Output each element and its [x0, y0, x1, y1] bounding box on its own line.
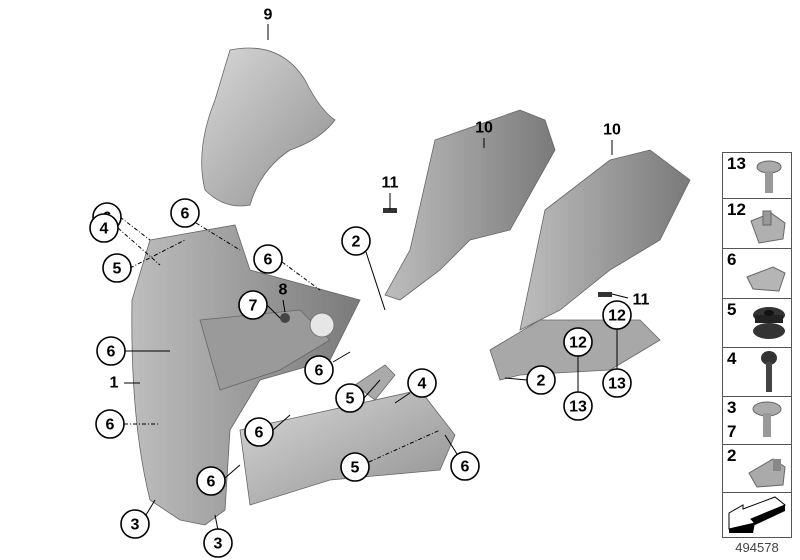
legend-number: 2: [727, 446, 737, 465]
legend-number: 12: [727, 200, 746, 219]
callout-5: 5: [340, 452, 370, 482]
legend-number: 13: [727, 154, 746, 173]
legend-number: 5: [727, 300, 737, 319]
svg-text:6: 6: [255, 425, 264, 442]
callout-6: 6: [450, 451, 480, 481]
callout-8: 8: [279, 282, 288, 299]
callout-9: 9: [264, 7, 273, 24]
legend-row-12: 12: [723, 199, 791, 249]
clip-nut-icon: [750, 210, 786, 244]
callout-10-right: 10: [603, 122, 621, 139]
svg-text:3: 3: [131, 517, 140, 534]
legend-row-5: 5: [723, 299, 791, 348]
legend-row-2: 2: [723, 445, 791, 493]
svg-text:6: 6: [107, 344, 116, 361]
callout-5: 5: [102, 253, 132, 283]
callout-13: 13: [602, 368, 632, 398]
svg-text:5: 5: [351, 460, 360, 477]
rubber-grommet-icon: [753, 307, 785, 339]
legend-number: 4: [727, 349, 737, 368]
callout-11-left: 11: [382, 175, 399, 192]
svg-text:12: 12: [569, 335, 587, 352]
screw-icon: [756, 160, 782, 193]
air-duct-right: [519, 149, 691, 331]
callout-6: 6: [170, 198, 200, 228]
diagram-id: 494578: [735, 540, 779, 555]
svg-text:6: 6: [181, 206, 190, 223]
callout-1: 1: [110, 375, 119, 392]
svg-text:13: 13: [569, 399, 587, 416]
callout-7: 7: [238, 290, 268, 320]
svg-text:3: 3: [214, 536, 223, 553]
svg-text:13: 13: [608, 376, 626, 393]
clip-nut-icon: [748, 458, 786, 488]
callout-6: 6: [96, 336, 126, 366]
legend-row-13: 13: [723, 153, 791, 199]
svg-text:6: 6: [106, 417, 115, 434]
small-panel: [354, 364, 396, 401]
callout-5: 5: [335, 383, 365, 413]
callout-4: 4: [407, 368, 437, 398]
callout-11-right: 11: [633, 292, 650, 309]
svg-text:6: 6: [207, 474, 216, 491]
callout-2: 2: [526, 365, 556, 395]
callout-3: 3: [120, 509, 150, 539]
callout-6: 6: [253, 244, 283, 274]
screw-icon: [752, 401, 782, 437]
legend-row-6: 6: [723, 249, 791, 299]
screw-11-right: [598, 292, 612, 297]
fairing-hole: [309, 312, 335, 338]
svg-text:4: 4: [418, 376, 427, 393]
screw-11-left: [383, 208, 397, 213]
legend-row-3-7: 3 7: [723, 397, 791, 445]
svg-text:6: 6: [461, 459, 470, 476]
legend-number: 7: [727, 422, 737, 441]
arrow-icon: [728, 496, 786, 533]
callout-12: 12: [602, 300, 632, 330]
callout-6: 6: [244, 417, 274, 447]
svg-text:2: 2: [352, 234, 361, 251]
callout-6: 6: [196, 466, 226, 496]
windscreen-part: [201, 47, 336, 207]
fastener-legend: 13 12 6 5 4 3 7 2: [722, 152, 792, 538]
expanding-rivet-icon: [761, 351, 777, 392]
leader-lines: [117, 24, 629, 531]
fairing-inner: [199, 309, 331, 391]
svg-text:5: 5: [113, 261, 122, 278]
svg-text:7: 7: [249, 298, 258, 315]
callout-2: 2: [341, 226, 371, 256]
svg-text:12: 12: [608, 308, 626, 325]
svg-text:6: 6: [315, 363, 324, 380]
spring-clip-icon: [746, 266, 786, 292]
nut-8: [280, 313, 290, 323]
legend-row-arrow: [723, 493, 791, 537]
callout-4: 4: [89, 213, 119, 243]
legend-number: 3: [727, 398, 737, 417]
callout-6: 6: [95, 409, 125, 439]
svg-text:5: 5: [346, 391, 355, 408]
svg-text:4: 4: [100, 221, 109, 238]
callout-13: 13: [563, 391, 593, 421]
svg-text:6: 6: [264, 252, 273, 269]
legend-row-4: 4: [723, 348, 791, 397]
callout-6: 6: [304, 355, 334, 385]
callout-12: 12: [563, 327, 593, 357]
legend-number: 6: [727, 250, 737, 269]
svg-text:2: 2: [537, 373, 546, 390]
callout-3: 3: [203, 528, 233, 558]
callout-10-left: 10: [475, 120, 493, 137]
air-duct-left: [384, 109, 556, 301]
